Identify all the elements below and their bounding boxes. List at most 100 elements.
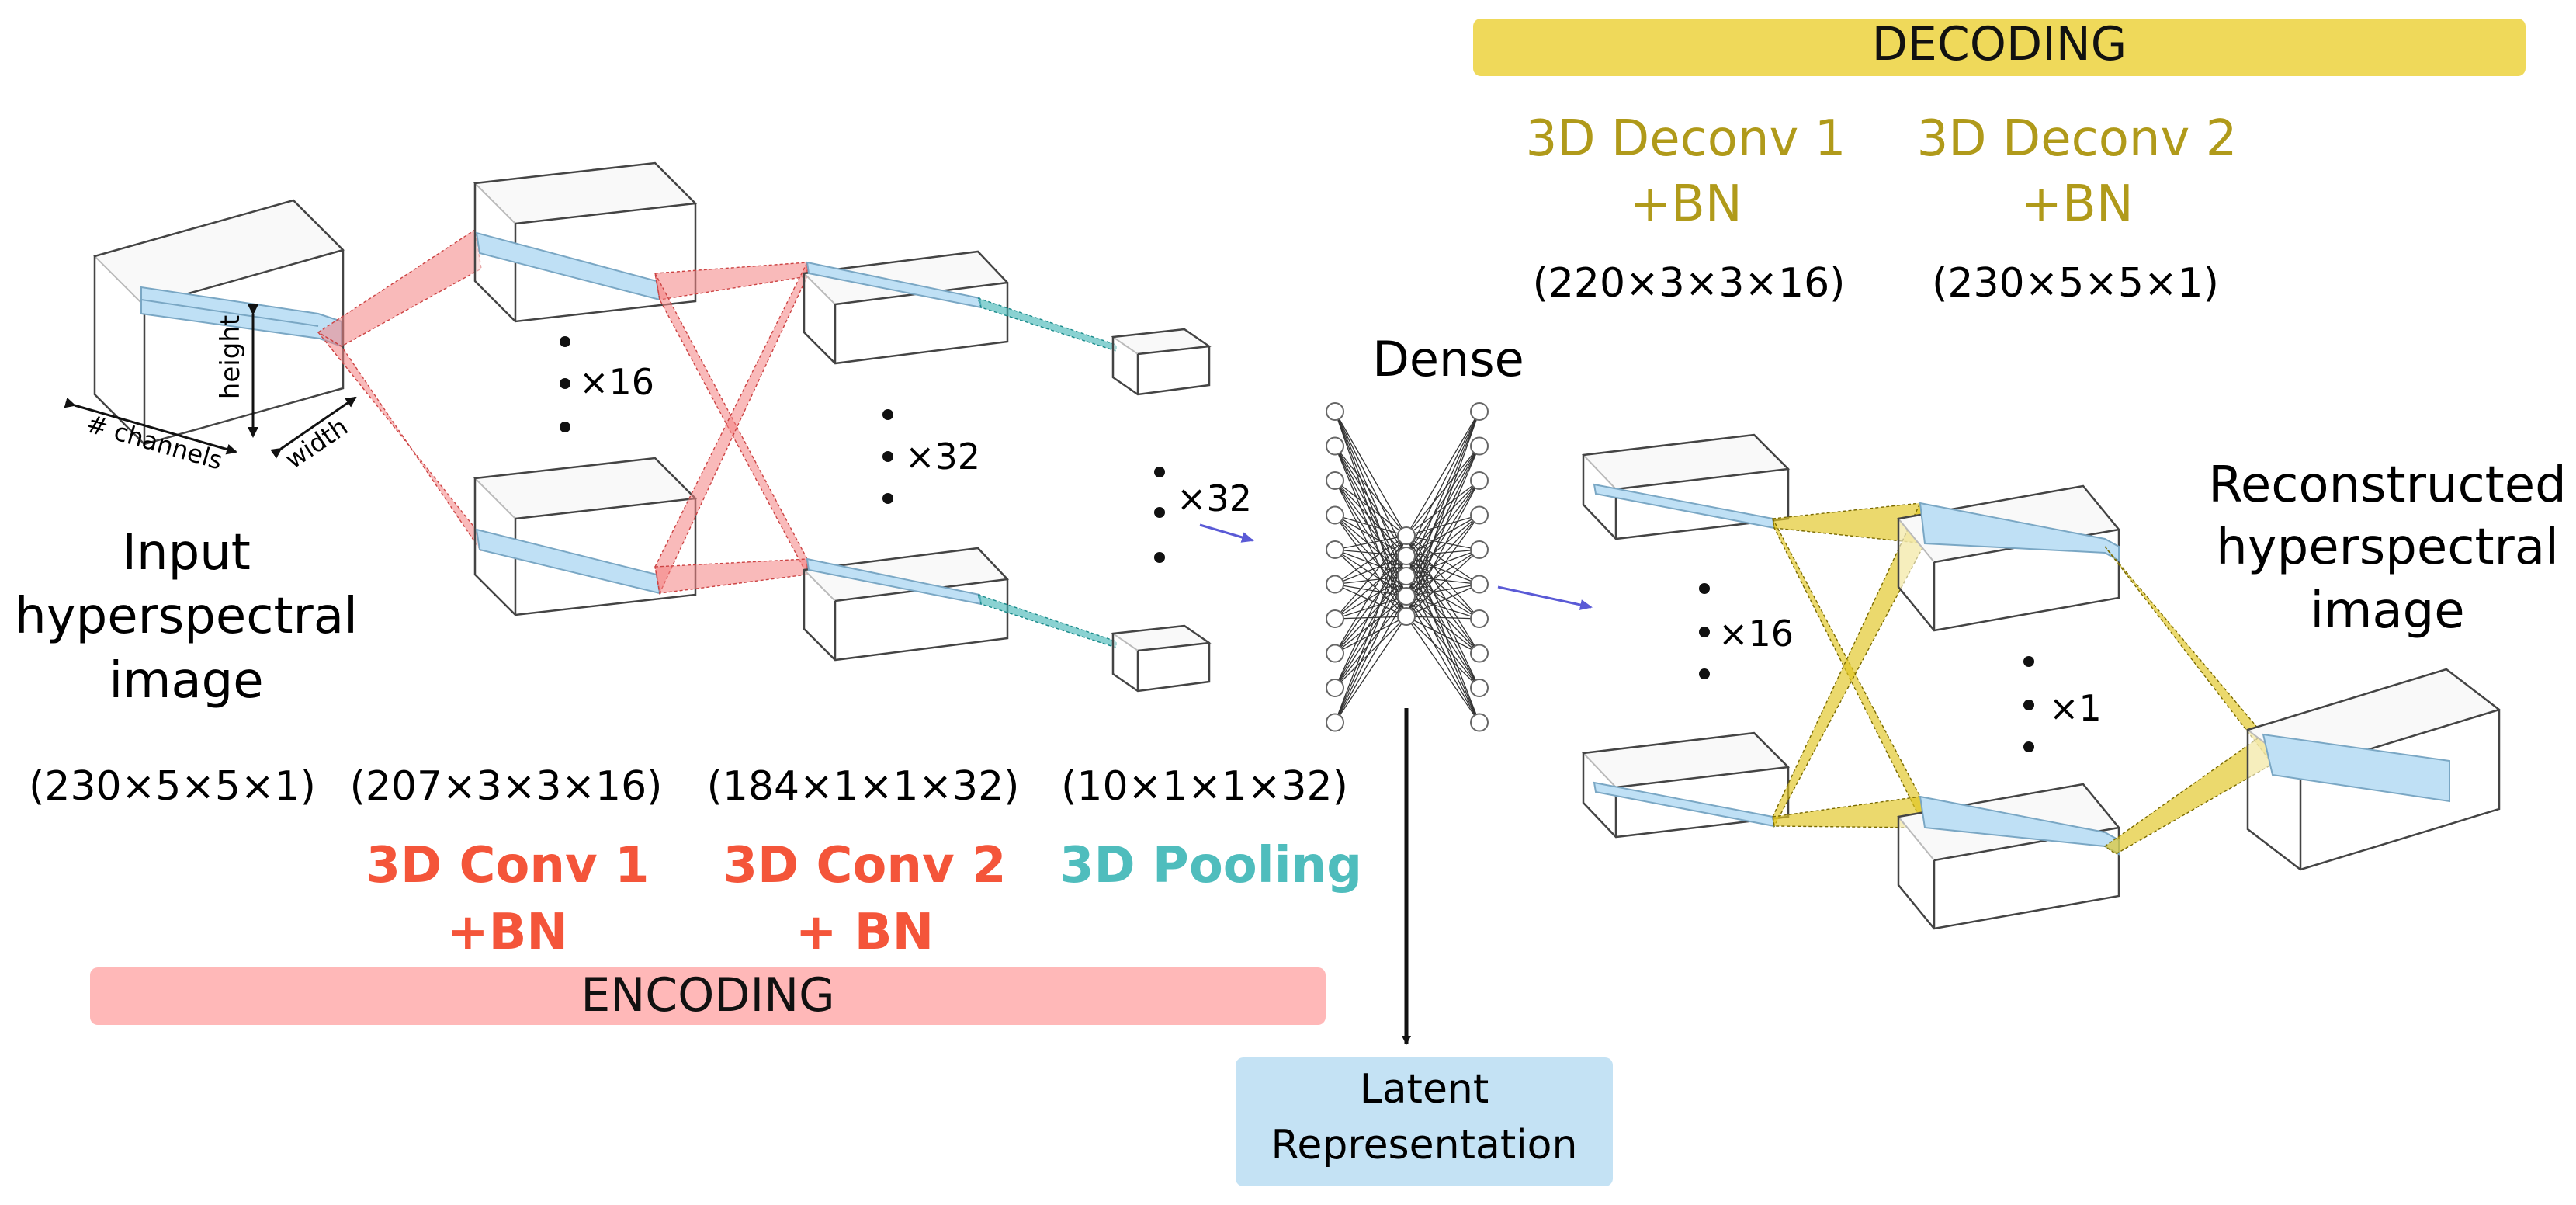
dense-latent-neuron (1397, 526, 1416, 545)
latent-line-1: Latent (1360, 1066, 1489, 1113)
dense-input-neuron (1326, 471, 1344, 490)
dense-edge (1334, 555, 1407, 654)
conv2-box-top (802, 250, 1010, 365)
dense-edge (1334, 616, 1407, 655)
dense-edge (1406, 411, 1480, 597)
dense-output-neuron (1470, 471, 1489, 490)
dense-edge (1334, 411, 1407, 537)
dense-edge (1334, 596, 1407, 689)
dense-edge (1334, 616, 1407, 723)
dense-edge (1406, 515, 1480, 577)
dense-edge (1406, 549, 1480, 617)
pooling-label: 3D Pooling (1059, 837, 1362, 894)
dense-edge (1406, 480, 1480, 557)
dense-edge (1334, 535, 1407, 620)
dense-edge (1334, 411, 1407, 577)
shape-pool: (10×1×1×32) (1061, 763, 1348, 810)
dense-edge (1406, 480, 1480, 597)
dense-latent-neuron (1397, 587, 1416, 606)
dense-latent-neuron (1397, 607, 1416, 626)
dense-input-neuron (1326, 575, 1344, 594)
encoding-band-label: ENCODING (581, 968, 834, 1023)
dense-edge (1406, 480, 1480, 537)
conv2-connections (654, 262, 808, 596)
dense-edge (1406, 480, 1480, 577)
dense-output-neuron (1470, 436, 1489, 456)
deconv1-multiplier: ×16 (1718, 613, 1794, 655)
dense-edge (1334, 411, 1407, 597)
dense-edge (1334, 616, 1407, 689)
dense-output-neuron (1470, 505, 1489, 525)
dense-edge (1406, 446, 1480, 537)
shape-input: (230×5×5×1) (29, 763, 316, 810)
dense-label: Dense (1372, 331, 1524, 387)
input-title-line-3: image (109, 652, 263, 710)
deconv1-box-top (1581, 433, 1791, 540)
conv2-label-line-2: + BN (796, 904, 934, 961)
deconv1-label-line-2: +BN (1629, 175, 1742, 233)
dense-edge (1334, 616, 1407, 620)
deconv2-label-line-2: +BN (2020, 175, 2133, 233)
conv1-multiplier: ×16 (579, 361, 654, 403)
conv1-label-line-2: +BN (447, 904, 568, 961)
deconv2-box-top (1897, 484, 2120, 632)
conv2-label-line-1: 3D Conv 2 (723, 837, 1007, 894)
dense-input-neuron (1326, 505, 1344, 525)
dense-edge (1406, 411, 1480, 557)
pool-box-top (1111, 328, 1212, 396)
deconv-connections (1772, 501, 1926, 828)
dense-edge (1406, 411, 1480, 617)
deconv1-label-line-1: 3D Deconv 1 (1526, 110, 1846, 168)
dense-edge (1334, 596, 1407, 723)
conv1-label-line-1: 3D Conv 1 (366, 837, 650, 894)
output-cube (2245, 668, 2501, 871)
dense-edge (1334, 446, 1407, 537)
dense-edge (1406, 616, 1480, 689)
encoding-band (90, 967, 1326, 1025)
dense-input-neuron (1326, 436, 1344, 456)
dense-edge (1334, 535, 1407, 550)
conv1-box-bottom (473, 457, 698, 616)
dense-edge (1334, 596, 1407, 655)
dense-edge (1334, 535, 1407, 585)
dense-input-neuron (1326, 713, 1344, 732)
dense-edge (1334, 535, 1407, 654)
dense-edge (1406, 446, 1480, 617)
dense-edge (1406, 535, 1480, 723)
dense-edge (1406, 446, 1480, 557)
pool-box-bottom (1111, 624, 1212, 693)
dense-output-neuron (1470, 540, 1489, 559)
dense-edge (1406, 446, 1480, 577)
shape-conv1: (207×3×3×16) (350, 763, 663, 810)
dense-output-neuron (1470, 679, 1489, 697)
dense-network (1326, 402, 1489, 732)
dense-input-neuron (1326, 609, 1344, 628)
dense-output-neuron (1470, 575, 1489, 594)
shape-deconv1: (220×3×3×16) (1533, 260, 1846, 307)
conv2-box-bottom (802, 547, 1010, 662)
dense-latent-neuron (1397, 547, 1416, 565)
dense-edge (1334, 575, 1407, 654)
dense-edge (1406, 616, 1480, 655)
from-dense-arrow (1497, 585, 1593, 610)
dense-edge (1406, 616, 1480, 723)
height-axis-label: height (215, 315, 246, 399)
input-title-line-1: Input (122, 524, 251, 582)
deconv2-multiplier: ×1 (2049, 687, 2102, 729)
dense-input-neuron (1326, 402, 1344, 421)
conv1-connections (317, 228, 482, 552)
decoding-band-label: DECODING (1872, 17, 2127, 71)
decoding-band (1473, 19, 2526, 76)
dense-edge (1406, 480, 1480, 617)
deconv2-label-line-1: 3D Deconv 2 (1917, 110, 2238, 168)
dense-edge (1406, 515, 1480, 617)
dense-edge (1406, 575, 1480, 723)
latent-representation-box (1236, 1057, 1613, 1186)
width-axis-label: width (280, 412, 353, 474)
dense-edge (1334, 446, 1407, 617)
to-dense-arrow (1199, 523, 1254, 543)
dense-edge (1334, 480, 1407, 597)
dense-edge (1334, 480, 1407, 537)
input-title-line-2: hyperspectral (15, 588, 358, 645)
output-title-line-3: image (2310, 582, 2464, 640)
